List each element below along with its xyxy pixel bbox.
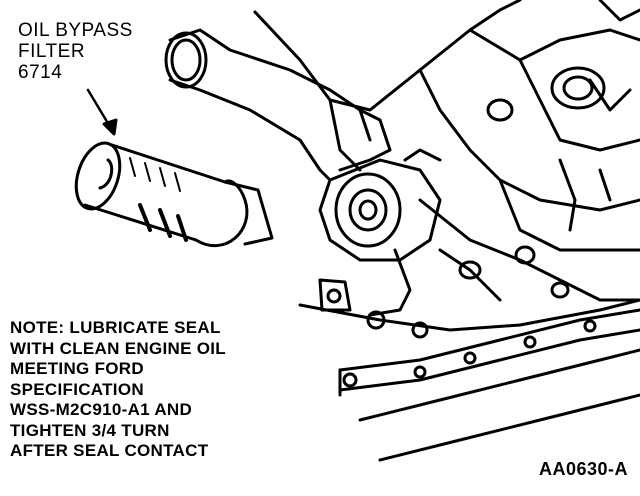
note-line: WITH CLEAN ENGINE OIL xyxy=(10,338,226,358)
callout-line: OIL BYPASS xyxy=(18,20,133,41)
note-line: TIGHTEN 3/4 TURN xyxy=(10,420,170,440)
filter-callout-label: OIL BYPASS FILTER 6714 xyxy=(18,20,133,83)
callout-line: FILTER xyxy=(18,41,86,62)
callout-line: 6714 xyxy=(18,62,63,83)
note-line: MEETING FORD xyxy=(10,359,144,378)
oil-pan-rail xyxy=(298,298,640,462)
oil-bypass-filter xyxy=(74,141,274,248)
coolant-hose xyxy=(164,28,392,182)
engine-block xyxy=(253,0,640,302)
lubrication-note: NOTE: LUBRICATE SEAL WITH CLEAN ENGINE O… xyxy=(10,318,226,462)
note-line: AFTER SEAL CONTACT xyxy=(10,441,209,460)
figure-id: AA0630-A xyxy=(538,459,628,479)
filter-adapter xyxy=(318,148,442,339)
note-line: WSS-M2C910-A1 AND xyxy=(10,400,193,419)
callout-leader-arrow xyxy=(86,88,118,136)
note-line: NOTE: LUBRICATE SEAL xyxy=(10,318,221,337)
note-line: SPECIFICATION xyxy=(10,379,144,399)
